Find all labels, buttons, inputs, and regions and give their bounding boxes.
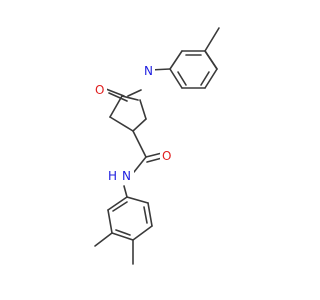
structure-diagram: N O O N H: [93, 27, 220, 265]
ring-carbonyl-bond-1: [105, 88, 125, 97]
amide-cn-bond: [133, 156, 147, 173]
amide-carbonyl-bond-1: [145, 152, 163, 158]
amide-carbonyl-bond-2: [146, 157, 163, 163]
amide-hydrogen-label: H: [108, 169, 117, 183]
c3-amide-bond: [132, 130, 147, 158]
ethyl-ch3-bond: [204, 27, 220, 52]
methyl-3-bond: [94, 232, 113, 247]
ring-carbonyl-bond-2: [108, 92, 128, 102]
molecule-canvas: N O O N H: [93, 27, 220, 265]
amide-oxygen-label: O: [162, 149, 171, 163]
nh-aryl-bond: [123, 185, 128, 198]
dimethylphenyl-ring: [107, 196, 153, 241]
ethylphenyl-ring: [169, 50, 218, 89]
ring-oxygen-label: O: [95, 83, 104, 97]
pyrrolidinone-ring: [109, 89, 147, 132]
ring-nitrogen-label: N: [144, 64, 153, 78]
amide-nitrogen-label: N: [122, 169, 131, 183]
